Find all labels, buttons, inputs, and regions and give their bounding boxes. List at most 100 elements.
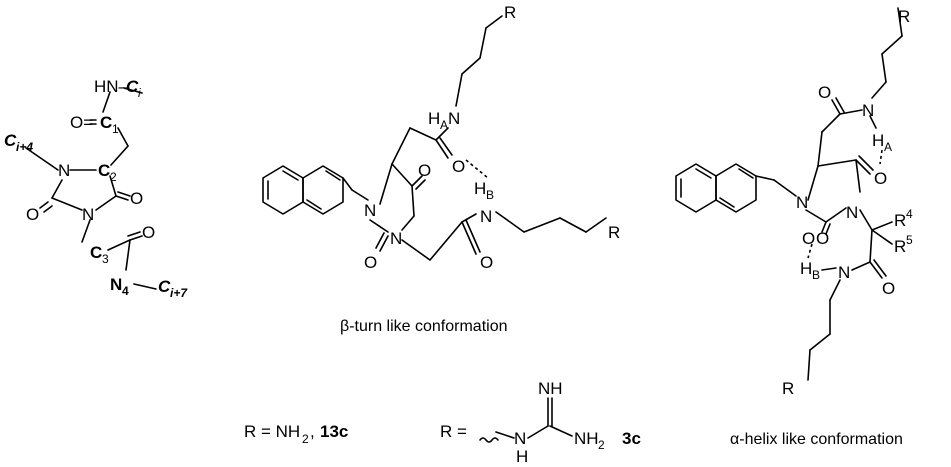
r4-sup: 4 bbox=[906, 207, 913, 221]
bond bbox=[401, 239, 431, 261]
bond bbox=[805, 209, 827, 223]
ha-n-label: N bbox=[448, 109, 460, 128]
bond bbox=[825, 223, 831, 235]
bond bbox=[871, 81, 887, 99]
bond bbox=[110, 145, 129, 166]
bond bbox=[695, 168, 712, 179]
r-top-label: R bbox=[898, 7, 910, 26]
bond bbox=[455, 73, 463, 107]
c1-oxo-label: O= bbox=[70, 113, 93, 132]
bond bbox=[25, 147, 59, 171]
ha-sub: A bbox=[440, 118, 448, 132]
bond bbox=[351, 189, 369, 201]
bond bbox=[439, 137, 453, 156]
bond bbox=[391, 163, 413, 187]
hb-n-label: N bbox=[480, 207, 492, 226]
bond bbox=[585, 217, 607, 233]
bond bbox=[379, 235, 389, 252]
bond bbox=[391, 127, 411, 165]
lower-n-label: N bbox=[838, 263, 850, 282]
c1-label: C bbox=[100, 113, 112, 132]
bond bbox=[342, 177, 353, 191]
bond bbox=[817, 159, 857, 167]
bond bbox=[306, 199, 322, 210]
guanidine-nh2-sub: 2 bbox=[598, 438, 605, 452]
bond bbox=[807, 349, 811, 381]
bond bbox=[485, 15, 503, 29]
beta-turn-structure: R H A N O H B N R N N O O O β-turn like … bbox=[262, 3, 620, 335]
c3-oxo-label: O bbox=[142, 223, 155, 242]
bond bbox=[39, 201, 49, 209]
naphthalene-ring bbox=[715, 163, 757, 213]
bond bbox=[855, 159, 861, 193]
bond bbox=[859, 209, 873, 231]
ci-label: C bbox=[126, 77, 139, 96]
guanidine-nh-top: NH bbox=[538, 379, 563, 398]
bond bbox=[51, 197, 83, 211]
bond bbox=[479, 27, 487, 59]
bond bbox=[807, 165, 819, 201]
r-guanidine-label: R = bbox=[440, 422, 467, 441]
compound-13c-label: 13c bbox=[320, 422, 348, 441]
bond bbox=[465, 219, 481, 253]
bond bbox=[869, 115, 877, 129]
r5-label: R bbox=[894, 237, 906, 256]
ring-o-right-label: O bbox=[874, 169, 887, 188]
bond bbox=[821, 221, 827, 233]
bond bbox=[858, 155, 874, 171]
bond bbox=[871, 221, 893, 231]
bond bbox=[821, 113, 841, 133]
hb-h-label: H bbox=[474, 179, 486, 198]
bond bbox=[81, 219, 91, 243]
hbond-alpha-b bbox=[807, 243, 813, 259]
bond bbox=[821, 267, 837, 271]
n4-sub: 4 bbox=[122, 284, 129, 298]
bond bbox=[123, 87, 143, 94]
naphthalene-ring bbox=[302, 165, 344, 215]
naphthalene-ring bbox=[675, 163, 717, 213]
bond bbox=[855, 159, 871, 175]
guanidine-n: N bbox=[514, 429, 526, 448]
bond bbox=[435, 139, 449, 159]
ring-o-bottom-label: O bbox=[802, 229, 815, 248]
bond bbox=[523, 217, 561, 233]
bond bbox=[839, 109, 863, 115]
bond bbox=[461, 57, 481, 75]
r4-label: R bbox=[894, 211, 906, 230]
bond bbox=[115, 195, 129, 201]
alpha-helix-structure: R O N H A O N N O O R 4 R 5 H B N O R α-… bbox=[675, 7, 913, 448]
bond bbox=[375, 232, 385, 249]
ring-n1-label: N bbox=[58, 161, 70, 180]
guanidine-h: H bbox=[516, 447, 528, 466]
r-nh2-sub: 2 bbox=[302, 432, 309, 446]
beta-turn-caption: β-turn like conformation bbox=[340, 318, 508, 335]
ring-n-right-label: N bbox=[390, 229, 402, 248]
r5-sup: 5 bbox=[906, 233, 913, 247]
ring-o-bottom-label: O bbox=[364, 253, 377, 272]
guanidine-nh2: NH bbox=[574, 429, 599, 448]
bond bbox=[43, 205, 53, 213]
c3-label: C bbox=[90, 243, 102, 262]
bond bbox=[461, 213, 477, 223]
bond bbox=[429, 221, 463, 261]
ci7-label: C bbox=[158, 277, 171, 296]
bond bbox=[817, 131, 823, 167]
bond bbox=[325, 170, 341, 181]
alpha-helix-caption: α-helix like conformation bbox=[730, 431, 903, 448]
bond bbox=[831, 99, 841, 115]
bond bbox=[809, 333, 831, 351]
ring-n2-label: N bbox=[82, 205, 94, 224]
acetyl-o-label: O bbox=[480, 253, 493, 272]
ring-o-top-label: O bbox=[418, 161, 431, 180]
r-bottom-label: R bbox=[782, 379, 794, 398]
bond bbox=[401, 215, 415, 231]
bond bbox=[755, 175, 775, 181]
amide-n-label: N bbox=[862, 101, 874, 120]
bond bbox=[871, 229, 893, 245]
ring-n-right-label: N bbox=[846, 203, 858, 222]
bond bbox=[495, 431, 515, 439]
ring-n-left-label: N bbox=[796, 193, 808, 212]
bond bbox=[282, 170, 299, 181]
r-top-label: R bbox=[504, 3, 516, 22]
